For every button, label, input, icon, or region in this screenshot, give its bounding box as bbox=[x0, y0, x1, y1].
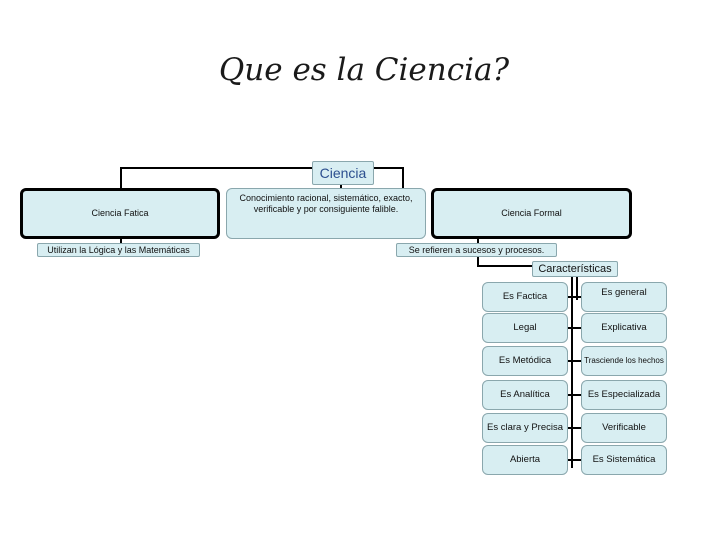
node-caracteristicas: Características bbox=[532, 261, 618, 277]
char-es-analitica: Es Analítica bbox=[482, 380, 568, 410]
char-verificable: Verificable bbox=[581, 413, 667, 443]
char-legal: Legal bbox=[482, 313, 568, 343]
char-explicativa: Explicativa bbox=[581, 313, 667, 343]
char-es-general: Es general bbox=[581, 282, 667, 312]
node-ciencia-fatica: Ciencia Fatica bbox=[20, 188, 220, 239]
char-es-factica: Es Factica bbox=[482, 282, 568, 312]
char-es-sistematica: Es Sistemática bbox=[581, 445, 667, 475]
note-sucesos-procesos: Se refieren a sucesos y procesos. bbox=[396, 243, 557, 257]
char-es-clara-precisa: Es clara y Precisa bbox=[482, 413, 568, 443]
char-es-metodica: Es Metódica bbox=[482, 346, 568, 376]
node-definicion-ciencia: Conocimiento racional, sistemático, exac… bbox=[226, 188, 426, 239]
note-logica-matematicas: Utilizan la Lógica y las Matemáticas bbox=[37, 243, 200, 257]
root-node-ciencia: Ciencia bbox=[312, 161, 374, 185]
char-trasciende-hechos: Trasciende los hechos bbox=[581, 346, 667, 376]
char-abierta: Abierta bbox=[482, 445, 568, 475]
char-es-especializada: Es Especializada bbox=[581, 380, 667, 410]
node-ciencia-formal: Ciencia Formal bbox=[431, 188, 632, 239]
page-title: Que es la Ciencia? bbox=[218, 52, 510, 88]
